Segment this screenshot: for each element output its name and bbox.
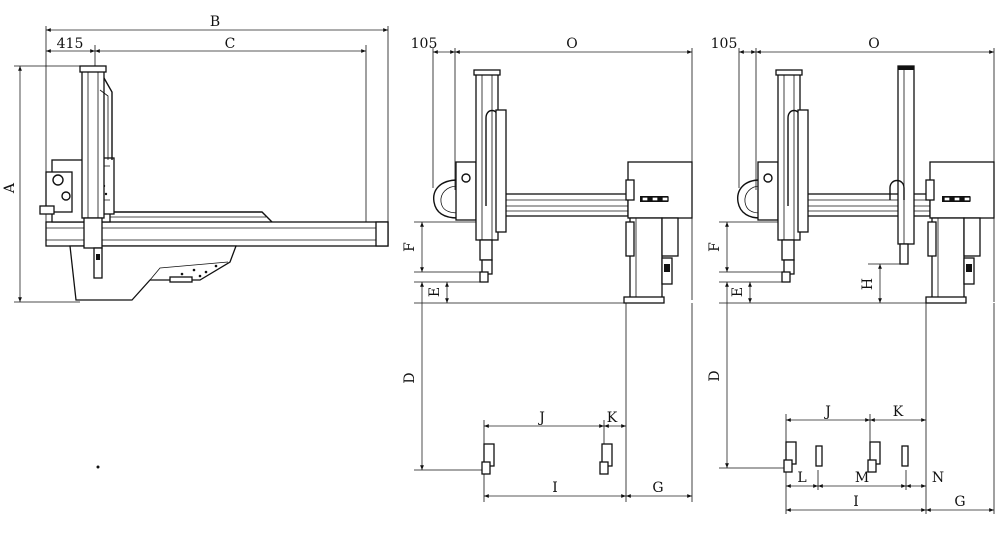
dim-b-label: B xyxy=(210,14,220,30)
dim-105-label: 105 xyxy=(711,36,738,52)
dim-j-label: J xyxy=(537,410,545,426)
front-view-single-labels: 105 O F E D J K I G xyxy=(402,36,664,496)
dim-o-label: O xyxy=(566,36,577,52)
dim-a-label: A xyxy=(2,182,18,194)
stray-dot xyxy=(96,465,100,469)
dim-k-label: K xyxy=(893,404,904,420)
dim-o-label: O xyxy=(868,36,879,52)
dim-415-label: 415 xyxy=(57,36,84,52)
dim-c-label: C xyxy=(225,36,236,52)
front-view-single xyxy=(414,48,693,502)
dim-j-label: J xyxy=(823,404,831,420)
dim-e-label: E xyxy=(427,287,443,297)
dim-n-label: N xyxy=(932,470,944,486)
front-view-double-labels: 105 O F E H D J K L M N I G xyxy=(707,36,966,510)
dim-l-label: L xyxy=(797,470,806,486)
side-view xyxy=(14,26,389,303)
dim-i-label: I xyxy=(552,480,558,496)
dim-k-label: K xyxy=(607,410,618,426)
dim-g-label: G xyxy=(652,480,663,496)
dim-105-label: 105 xyxy=(411,36,438,52)
dim-i-label: I xyxy=(853,494,859,510)
dim-m-label: M xyxy=(855,470,869,486)
dim-g-label: G xyxy=(954,494,965,510)
front-view-double xyxy=(719,48,995,514)
dim-d-label: D xyxy=(402,372,418,383)
dim-e-label: E xyxy=(730,287,746,297)
dim-f-label: F xyxy=(402,242,418,252)
dim-f-label: F xyxy=(707,242,723,252)
side-view-labels: B 415 C A xyxy=(2,14,235,194)
dim-d-label: D xyxy=(707,370,723,381)
dim-h-label: H xyxy=(860,278,876,290)
